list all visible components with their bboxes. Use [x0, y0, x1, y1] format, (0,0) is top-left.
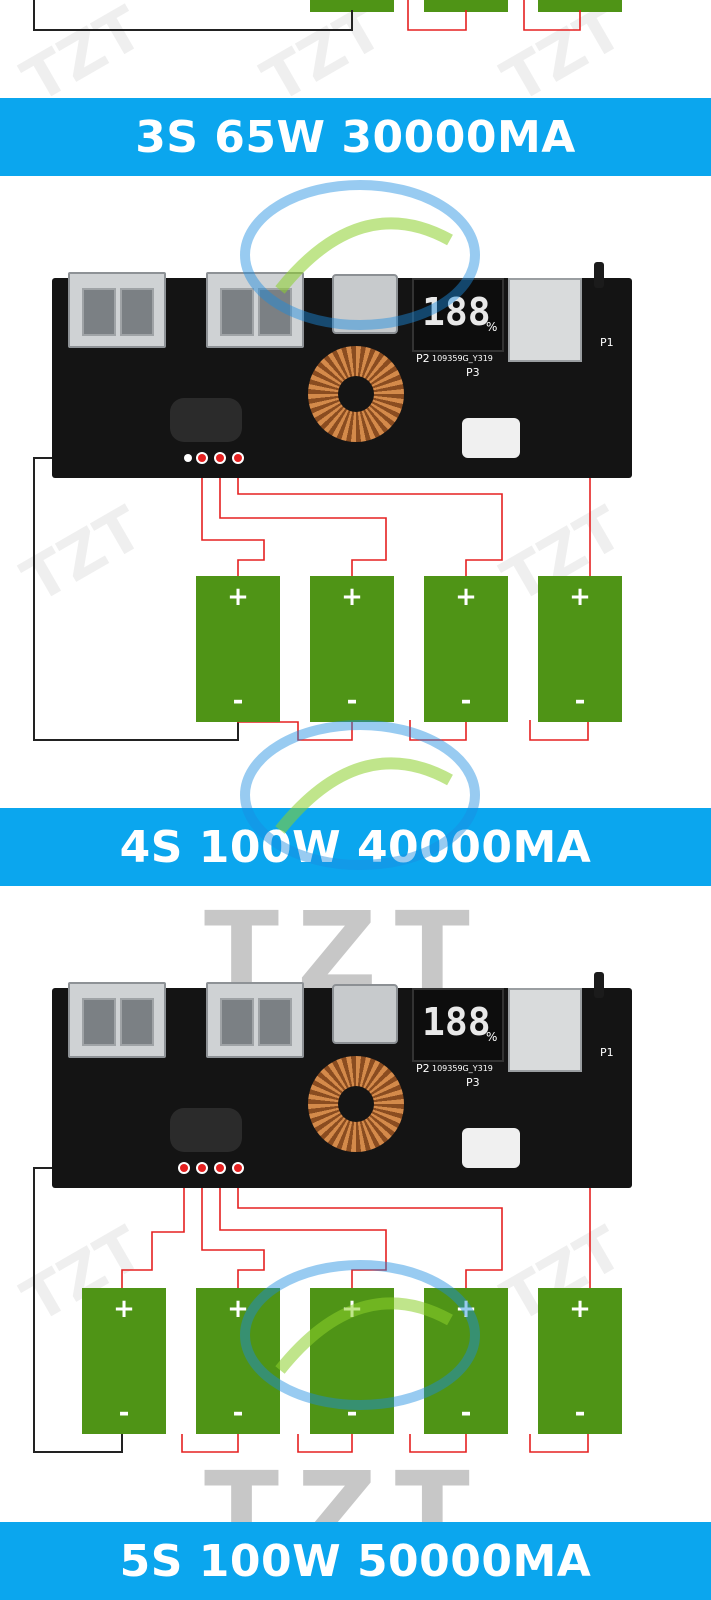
battery: +-	[310, 576, 394, 722]
usb-c-port	[332, 984, 398, 1044]
battery-minus: -	[574, 686, 586, 716]
toroid-coil	[308, 346, 404, 442]
battery-minus: -	[574, 1398, 586, 1428]
wire-red	[201, 1168, 265, 1288]
wire-red	[219, 1168, 387, 1288]
tf-slot	[508, 988, 582, 1072]
battery-plus: +	[569, 1294, 591, 1324]
battery: +-	[82, 1288, 166, 1434]
tzt-swoosh-logo	[240, 180, 480, 330]
wire-red	[409, 720, 467, 741]
wire-red	[407, 0, 467, 31]
banner-5s: 5S 100W 50000MA	[0, 1522, 711, 1600]
battery: +-	[424, 576, 508, 722]
p1-label: P1	[600, 336, 614, 349]
wire-red	[219, 458, 387, 576]
battery-minus: -	[346, 686, 358, 716]
battery-minus: -	[538, 0, 622, 6]
display-digits: 188	[422, 290, 491, 334]
p2-label: P2	[416, 1062, 430, 1075]
solder-pad	[180, 1164, 188, 1172]
solder-pad	[198, 454, 206, 462]
p3-label: P3	[466, 366, 480, 379]
wire-red	[297, 1434, 353, 1453]
wire-red	[409, 1434, 467, 1453]
usb-c-port	[332, 274, 398, 334]
battery-minus: -	[118, 1398, 130, 1428]
battery-plus: +	[227, 582, 249, 612]
tzt-swoosh-logo	[240, 1260, 480, 1410]
toroid-coil	[308, 1056, 404, 1152]
wire-red	[237, 458, 503, 576]
wire-red	[523, 0, 581, 31]
battery: +-	[538, 576, 622, 722]
wire-red	[121, 1168, 185, 1288]
battery-plus: +	[341, 582, 363, 612]
wire-black	[33, 0, 353, 31]
battery-plus: +	[569, 582, 591, 612]
battery-minus: -	[310, 0, 394, 6]
battery: +-	[538, 1288, 622, 1434]
battery-minus: -	[232, 686, 244, 716]
battery-plus: +	[455, 1294, 477, 1324]
banner-4s: 4S 100W 40000MA	[0, 808, 711, 886]
battery: +-	[196, 1288, 280, 1434]
p3-label: P3	[466, 1076, 480, 1089]
p2-label: P2	[416, 352, 430, 365]
p1-label: P1	[600, 1046, 614, 1059]
solder-pad	[198, 1164, 206, 1172]
tf-slot	[508, 278, 582, 362]
battery: +-	[196, 576, 280, 722]
wire-red	[529, 720, 589, 741]
battery-minus: -	[424, 0, 508, 6]
usb-a-port	[68, 982, 166, 1058]
battery-plus: +	[227, 1294, 249, 1324]
battery: -	[424, 0, 508, 12]
battery: -	[538, 0, 622, 12]
solder-pad	[234, 1164, 242, 1172]
battery-minus: -	[346, 1398, 358, 1428]
banner-3s: 3S 65W 30000MA	[0, 98, 711, 176]
wire-red	[201, 458, 265, 576]
antenna-switch	[594, 972, 604, 998]
led-display: 188 %	[412, 988, 504, 1062]
display-unit: %	[486, 1030, 498, 1044]
solder-pad	[216, 1164, 224, 1172]
capacitor	[462, 1128, 520, 1168]
p2-code: 109359G_Y319	[432, 1064, 493, 1073]
capacitor	[462, 418, 520, 458]
battery: -	[310, 0, 394, 12]
battery-minus: -	[460, 686, 472, 716]
led-display: 188 %	[412, 278, 504, 352]
usb-a-port	[206, 982, 304, 1058]
battery-plus: +	[455, 582, 477, 612]
battery-minus: -	[460, 1398, 472, 1428]
battery-plus: +	[113, 1294, 135, 1324]
p2-code: 109359G_Y319	[432, 354, 493, 363]
wire-red	[181, 1434, 239, 1453]
wire-red	[237, 1168, 503, 1288]
solder-pad	[184, 454, 192, 462]
display-unit: %	[486, 320, 498, 334]
usb-a-port	[68, 272, 166, 348]
battery-minus: -	[232, 1398, 244, 1428]
solder-pad	[234, 454, 242, 462]
inductor	[170, 1108, 242, 1152]
wire-red	[529, 1434, 589, 1453]
antenna-switch	[594, 262, 604, 288]
tzt-swoosh-logo	[240, 720, 480, 870]
inductor	[170, 398, 242, 442]
display-digits: 188	[422, 1000, 491, 1044]
solder-pad	[216, 454, 224, 462]
